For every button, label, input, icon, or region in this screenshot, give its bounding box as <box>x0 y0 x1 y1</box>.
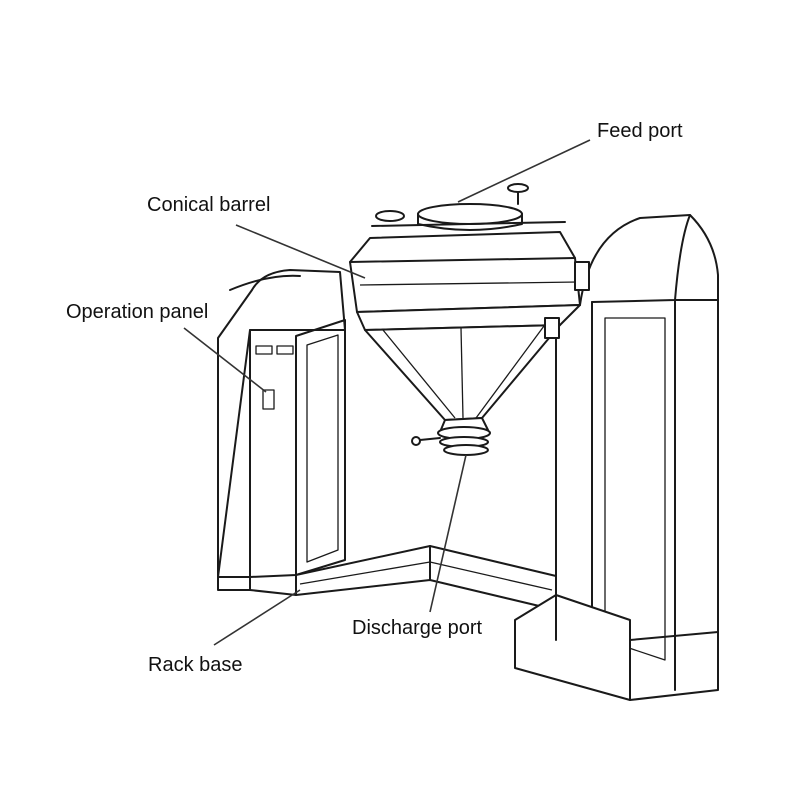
indicator-light <box>276 345 294 355</box>
leader-lines <box>183 139 591 646</box>
leader-rack-base <box>213 589 301 646</box>
leader-discharge-port <box>429 454 467 613</box>
conical-barrel-label: Conical barrel <box>147 194 271 216</box>
leader-feed-port <box>457 139 591 203</box>
operation-panel-label: Operation panel <box>66 301 209 323</box>
feed-port <box>371 183 566 231</box>
discharge-port-label: Discharge port <box>352 617 483 639</box>
feed-port-label: Feed port <box>597 120 683 142</box>
rack-base-label: Rack base <box>148 654 243 676</box>
leader-conical-barrel <box>235 224 366 279</box>
conical-barrel <box>349 231 590 421</box>
indicator-light <box>255 345 273 355</box>
right-housing <box>514 214 719 701</box>
control-switch <box>262 389 275 410</box>
leader-operation-panel <box>183 327 267 393</box>
operation-panel-controls <box>255 345 294 410</box>
discharge-port <box>411 417 491 456</box>
left-housing <box>217 269 346 591</box>
